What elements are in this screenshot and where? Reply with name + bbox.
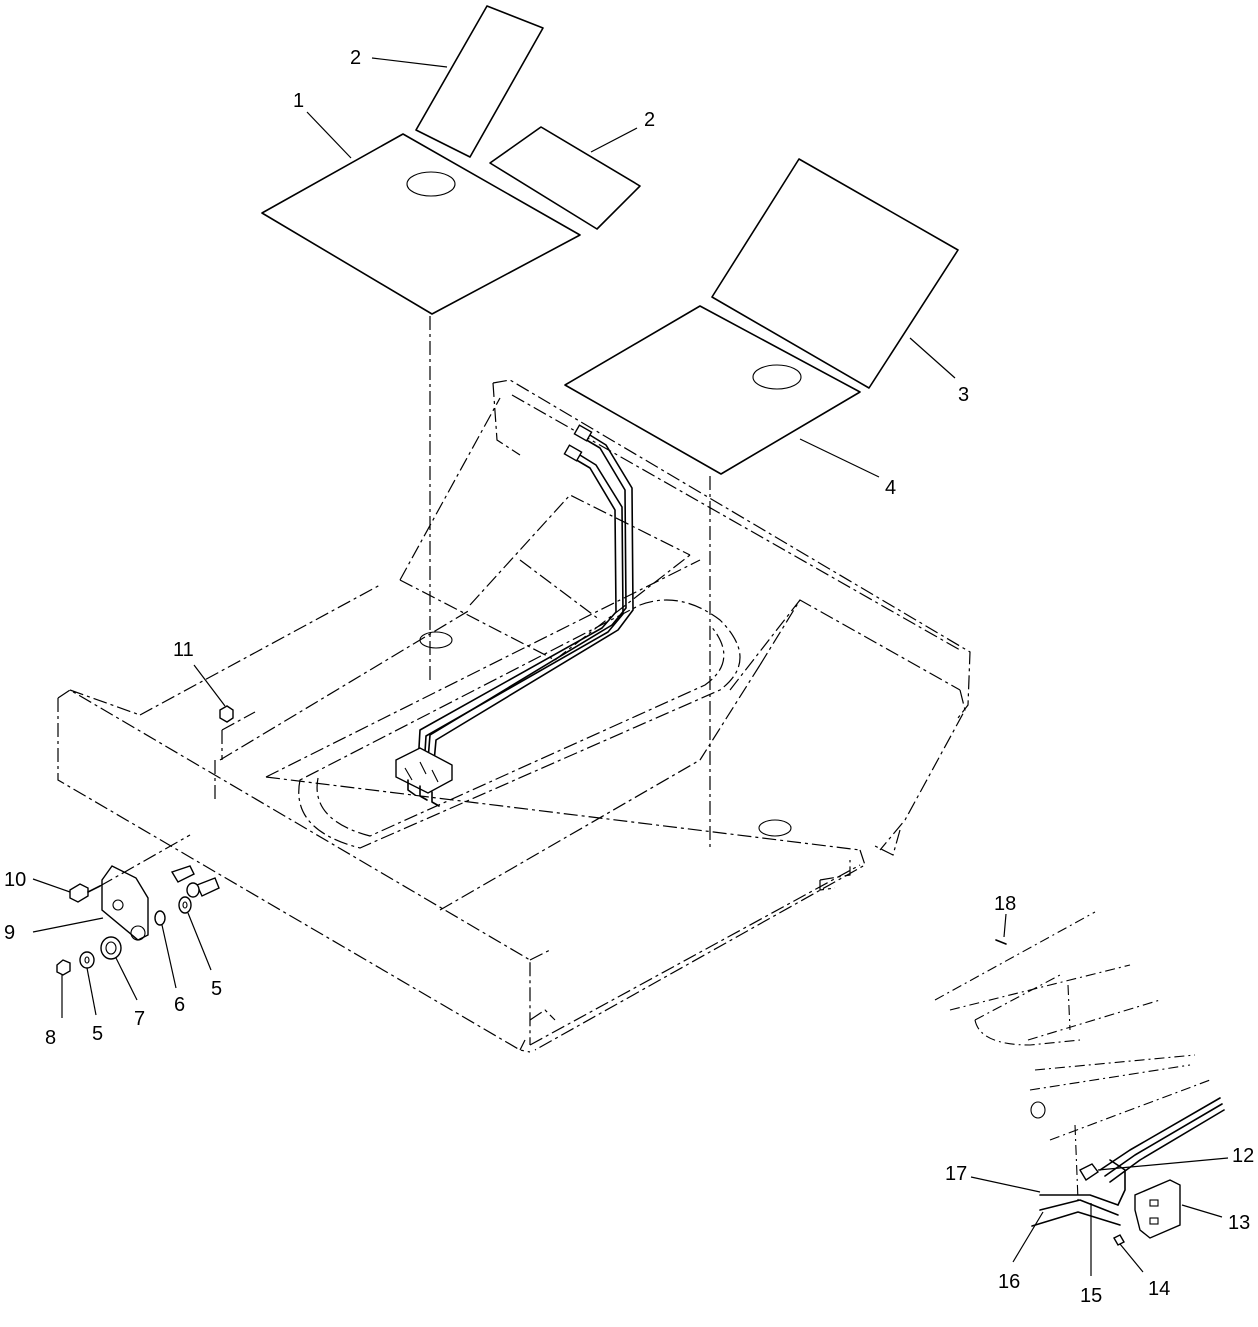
callout-1: 1 (293, 90, 304, 112)
hydraulic-tube-assembly (395, 424, 634, 807)
callout-18: 18 (994, 893, 1016, 915)
callout-5-left: 5 (92, 1023, 103, 1045)
callouts: 1 2 2 3 4 11 10 9 8 5 7 6 5 18 12 17 13 … (4, 47, 1254, 1307)
callout-10: 10 (4, 869, 26, 891)
callout-5-right: 5 (211, 978, 222, 1000)
frame-body (57, 379, 971, 1053)
callout-17: 17 (945, 1163, 967, 1185)
callout-2-upper: 2 (350, 47, 361, 69)
callout-3: 3 (958, 384, 969, 406)
callout-12: 12 (1232, 1145, 1254, 1167)
callout-11: 11 (173, 639, 194, 661)
callout-7: 7 (134, 1008, 145, 1030)
callout-6: 6 (174, 994, 185, 1016)
callout-9: 9 (4, 922, 15, 944)
leader-lines (32, 57, 1229, 1276)
callout-16: 16 (998, 1271, 1020, 1293)
decal-1 (261, 133, 581, 315)
detail-inset (934, 911, 1225, 1246)
decal-2-lower (489, 126, 641, 230)
decal-4 (564, 305, 861, 475)
callout-8: 8 (45, 1027, 56, 1049)
callout-14: 14 (1148, 1278, 1170, 1300)
decal-2-upper (415, 5, 544, 158)
hardware-stack (56, 705, 234, 976)
callout-15: 15 (1080, 1285, 1102, 1307)
callout-13: 13 (1228, 1212, 1250, 1234)
callout-4: 4 (885, 477, 896, 499)
callout-2-lower: 2 (644, 109, 655, 131)
decal-3 (711, 158, 959, 389)
